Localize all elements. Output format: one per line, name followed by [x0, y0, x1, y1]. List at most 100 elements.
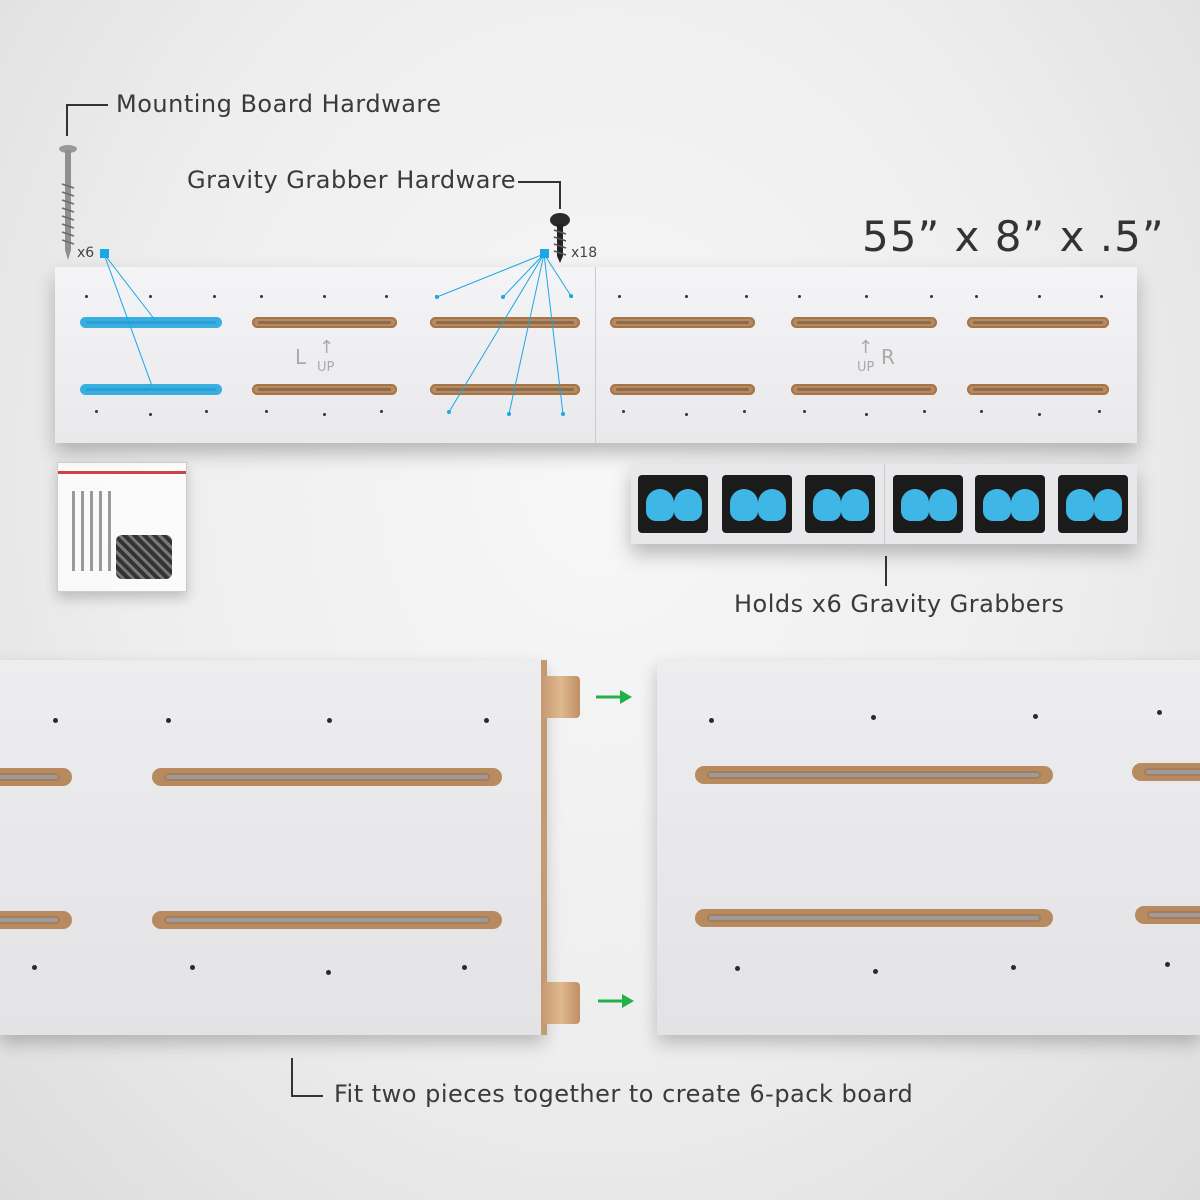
mounting-marker — [100, 249, 109, 258]
hole — [975, 295, 978, 298]
hole — [685, 295, 688, 298]
gravity-grabber — [1058, 475, 1128, 533]
hole — [327, 718, 332, 723]
slot — [967, 317, 1109, 328]
hole — [149, 413, 152, 416]
bag-seal — [58, 471, 186, 474]
hole — [1033, 714, 1038, 719]
holds-leader — [885, 556, 887, 586]
hole — [803, 410, 806, 413]
hole — [1100, 295, 1103, 298]
hole — [462, 965, 467, 970]
hole — [85, 295, 88, 298]
engraving-up-right: UP — [857, 360, 875, 375]
hole — [980, 410, 983, 413]
board-seam — [884, 464, 885, 544]
hole — [930, 295, 933, 298]
hole — [205, 410, 208, 413]
hole — [745, 295, 748, 298]
gravity-grabber — [722, 475, 792, 533]
right-board-piece — [657, 660, 1200, 1035]
holds-label: Holds x6 Gravity Grabbers — [734, 590, 1065, 618]
arrow-up-icon: ↑ — [858, 337, 874, 358]
hole — [323, 295, 326, 298]
board-edge — [541, 660, 547, 1035]
slot — [791, 317, 937, 328]
hole — [213, 295, 216, 298]
mounting-leader-v — [66, 104, 68, 136]
fit-label: Fit two pieces together to create 6-pack… — [334, 1080, 914, 1108]
slot — [252, 384, 397, 395]
slot — [695, 766, 1053, 784]
gravity-grabber — [893, 475, 963, 533]
engraving-up-left: UP — [317, 360, 335, 375]
hole — [865, 413, 868, 416]
mounting-hardware-label: Mounting Board Hardware — [116, 90, 442, 118]
mounting-leader-h — [66, 104, 108, 106]
gravity-grabber — [805, 475, 875, 533]
slot — [0, 768, 72, 786]
left-board-piece — [0, 660, 547, 1035]
hole — [1165, 962, 1170, 967]
hole — [685, 413, 688, 416]
grabber-count: x18 — [571, 245, 598, 261]
engraving-left: L — [295, 345, 307, 369]
hole — [380, 410, 383, 413]
mounting-board: L ↑ UP ↑ UP R — [55, 267, 1137, 443]
slot — [791, 384, 937, 395]
hole — [260, 295, 263, 298]
dimensions-label: 55” x 8” x .5” — [862, 212, 1165, 261]
grabber-board — [631, 464, 1137, 544]
grabber-leader-v — [559, 181, 561, 209]
slot — [152, 768, 502, 786]
engraving-right: R — [881, 345, 895, 369]
slot — [430, 384, 580, 395]
hole — [743, 410, 746, 413]
bag-bolts — [116, 535, 172, 579]
hole — [53, 718, 58, 723]
gravity-grabber — [638, 475, 708, 533]
hole — [166, 718, 171, 723]
hole — [32, 965, 37, 970]
arrow-right-icon — [596, 690, 632, 704]
board-seam — [595, 267, 596, 443]
slot — [252, 317, 397, 328]
hole — [865, 295, 868, 298]
slot — [1135, 906, 1200, 924]
grabber-marker — [540, 249, 549, 258]
arrow-up-icon: ↑ — [319, 337, 335, 358]
bolt-icon — [550, 213, 570, 263]
fit-leader-v — [291, 1058, 293, 1096]
hole — [871, 715, 876, 720]
slot — [152, 911, 502, 929]
slot — [0, 911, 72, 929]
hole — [1011, 965, 1016, 970]
bag-screws — [72, 491, 112, 571]
hole — [323, 413, 326, 416]
hole — [1038, 295, 1041, 298]
hole — [1157, 710, 1162, 715]
slot — [967, 384, 1109, 395]
hole — [435, 295, 438, 298]
hole — [326, 970, 331, 975]
hole — [502, 295, 505, 298]
slot — [430, 317, 580, 328]
hole — [95, 410, 98, 413]
arrow-right-icon — [598, 994, 634, 1008]
hole — [735, 966, 740, 971]
hole — [709, 718, 714, 723]
hole — [618, 295, 621, 298]
grabber-hardware-label: Gravity Grabber Hardware — [187, 166, 517, 194]
slot-highlighted — [80, 317, 222, 328]
hole — [923, 410, 926, 413]
hole — [484, 718, 489, 723]
dowel — [542, 982, 580, 1024]
slot — [1132, 763, 1200, 781]
slot — [610, 317, 755, 328]
slot — [610, 384, 755, 395]
hole — [265, 410, 268, 413]
hole — [385, 295, 388, 298]
gravity-grabber — [975, 475, 1045, 533]
mounting-count: x6 — [77, 245, 95, 261]
hole — [798, 295, 801, 298]
